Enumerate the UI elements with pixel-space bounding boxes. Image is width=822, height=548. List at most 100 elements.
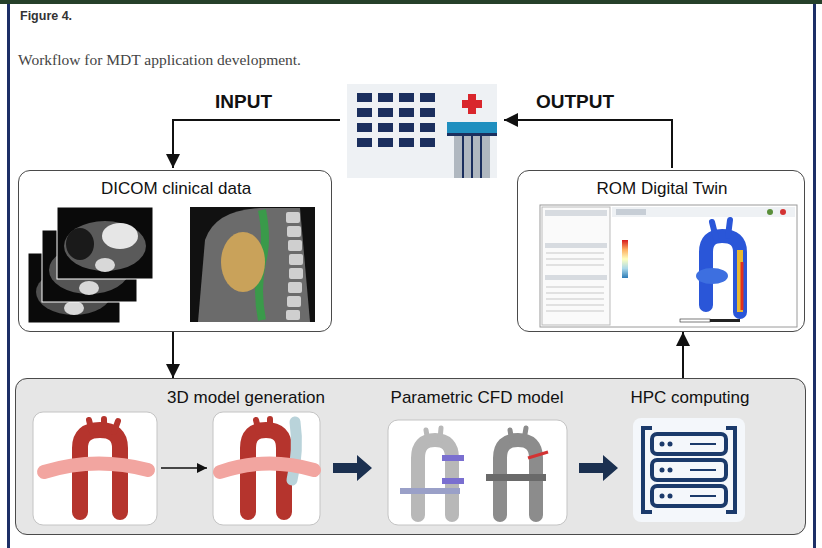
software-screenshot	[540, 205, 797, 327]
model-box-conduit	[213, 412, 320, 525]
hospital-icon	[357, 93, 372, 102]
ct-slices	[79, 281, 99, 295]
page-frame	[813, 4, 816, 548]
software-screenshot	[545, 210, 607, 216]
software-screenshot	[540, 205, 797, 327]
server-icon	[660, 468, 665, 473]
block-arrow	[333, 455, 618, 481]
model-arrow	[161, 467, 207, 469]
box-heading: Parametric CFD model	[391, 388, 564, 408]
input-arrow	[173, 120, 340, 168]
software-screenshot	[767, 209, 773, 215]
hospital-icon	[378, 93, 393, 102]
sagittal-ct	[286, 212, 300, 223]
model-box-conduit	[256, 419, 270, 432]
server-icon	[668, 494, 673, 499]
sagittal-ct	[198, 208, 310, 322]
server-icon	[690, 495, 716, 497]
hospital-icon	[357, 93, 435, 147]
ct-slices	[66, 228, 94, 260]
box-heading: ROM Digital Twin	[597, 179, 728, 199]
sagittal-ct	[286, 310, 300, 320]
hospital-icon	[378, 108, 393, 117]
input-box: DICOM clinical data	[18, 170, 332, 332]
box-heading: 3D model generation	[167, 388, 325, 408]
software-screenshot	[546, 305, 604, 306]
block-arrow	[333, 455, 372, 481]
server-icon	[660, 442, 673, 499]
ct-slices	[64, 301, 84, 315]
software-screenshot	[546, 293, 604, 294]
block-arrow	[579, 455, 618, 481]
software-screenshot	[780, 209, 786, 215]
input-arrow	[173, 120, 340, 168]
software-screenshot	[546, 253, 604, 254]
sagittal-ct	[287, 296, 301, 307]
ct-slices	[95, 258, 115, 272]
software-screenshot	[546, 311, 604, 312]
server-icon	[690, 469, 716, 471]
model-box-conduit	[220, 463, 314, 472]
server-icon	[633, 418, 745, 522]
software-screenshot	[712, 220, 730, 238]
model-arrow	[161, 468, 207, 469]
figure-caption: Workflow for MDT application development…	[18, 51, 301, 70]
model-box-anatomy	[89, 419, 118, 432]
sagittal-ct	[288, 282, 302, 293]
hospital-icon	[463, 136, 481, 178]
software-screenshot	[546, 259, 604, 260]
cfd-box	[510, 428, 526, 442]
ct-slices	[57, 207, 153, 279]
hospital-icon	[378, 123, 393, 132]
ct-slices	[28, 207, 153, 323]
software-screenshot	[546, 253, 604, 311]
software-screenshot	[622, 240, 628, 278]
hospital-icon	[357, 138, 372, 147]
sagittal-ct	[221, 232, 265, 292]
hospital-icon	[399, 108, 414, 117]
server-icon	[652, 486, 726, 506]
sagittal-ct	[190, 207, 315, 322]
ct-slices	[102, 223, 138, 249]
server-icon	[652, 434, 726, 506]
software-screenshot	[680, 319, 710, 322]
cfd-box	[400, 488, 460, 494]
pipeline-panel: 3D model generationParametric CFD modelH…	[15, 378, 806, 535]
hospital-icon	[471, 136, 473, 178]
panel-ground	[15, 378, 806, 535]
hospital-icon	[399, 93, 414, 102]
flow-label: INPUT	[215, 91, 272, 114]
flow-arrow	[172, 332, 174, 378]
software-screenshot	[616, 209, 646, 215]
server-icon	[660, 494, 665, 499]
server-icon	[690, 444, 716, 496]
sagittal-ct	[288, 240, 302, 251]
page-frame	[0, 0, 822, 4]
cfd-box	[442, 455, 464, 461]
flow-label: OUTPUT	[536, 91, 614, 114]
model-box-conduit	[213, 412, 320, 525]
hospital-icon	[420, 108, 435, 117]
output-arrow	[504, 120, 672, 168]
hospital-icon	[399, 123, 414, 132]
sagittal-ct	[286, 212, 303, 320]
cfd-box	[426, 428, 441, 442]
hospital-icon	[357, 123, 372, 132]
hospital-icon	[420, 138, 435, 147]
page-frame	[7, 4, 10, 548]
cfd-box	[388, 420, 567, 525]
hospital-icon	[447, 122, 497, 133]
software-screenshot	[696, 268, 728, 284]
software-screenshot	[546, 265, 604, 266]
hospital-icon	[378, 138, 393, 147]
sagittal-ct	[190, 207, 315, 322]
hospital-icon	[347, 84, 497, 178]
cfd-box	[486, 474, 546, 481]
output-arrow	[504, 120, 672, 168]
hospital-icon	[420, 123, 435, 132]
software-screenshot	[542, 207, 610, 325]
flow-arrow	[682, 332, 684, 378]
